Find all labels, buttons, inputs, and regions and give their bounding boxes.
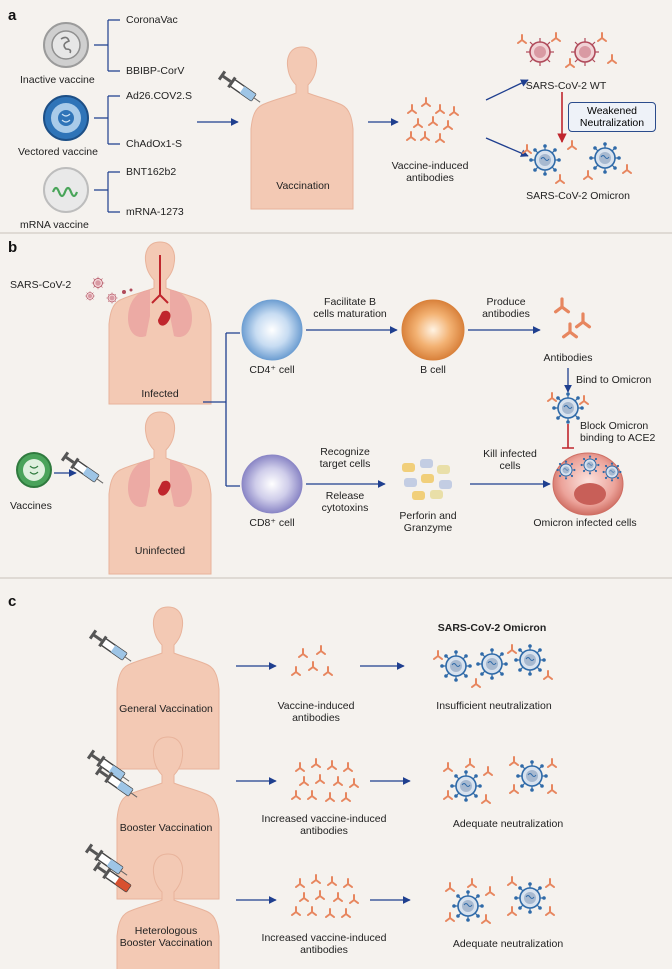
omicron-cells-label: Omicron infected cells — [533, 517, 637, 529]
weakened-line2: Neutralization — [579, 117, 645, 129]
arrow-to-wt — [485, 79, 529, 101]
panel-a: a — [0, 7, 672, 234]
syringe-icon — [216, 69, 265, 108]
recognize-line1: Recognize — [320, 446, 370, 458]
c3-vaccination-line1: Heterologous — [134, 925, 198, 937]
weakened-neutralization-box: Weakened Neutralization — [568, 102, 656, 132]
antibodies-c1 — [291, 645, 333, 676]
c1-antibodies-line1: Vaccine-induced — [277, 700, 355, 712]
vaccine-bnt: BNT162b2 — [126, 166, 177, 178]
c1-vaccination: General Vaccination — [119, 703, 213, 715]
viruses-c3 — [445, 876, 555, 924]
antibodies-label-a2: antibodies — [406, 172, 454, 184]
branch-connector — [203, 332, 240, 487]
syringe-icon-b — [59, 450, 108, 489]
cd8-label: CD8⁺ cell — [249, 517, 295, 529]
facilitate-line1: Facilitate B — [324, 296, 376, 308]
c1-outcome: Insufficient neutralization — [436, 700, 552, 712]
block-inhibit-line — [562, 424, 574, 449]
omicron-label-a: SARS-CoV-2 Omicron — [526, 190, 630, 202]
perforin-line2: Granzyme — [403, 522, 453, 534]
sars-virus-cloud — [84, 276, 133, 304]
antibodies-c2 — [291, 758, 359, 802]
arrow-to-omicron — [485, 137, 529, 157]
panel-b-label: b — [8, 239, 17, 256]
vaccines-label: Vaccines — [10, 500, 52, 512]
antibodies-cluster-a — [406, 97, 459, 143]
syringe-hetero-2 — [92, 861, 132, 893]
antibodies-c3 — [291, 874, 359, 918]
release-line1: Release — [325, 490, 365, 502]
recognize-line2: target cells — [319, 458, 371, 470]
inactive-vaccine-label: Inactive vaccine — [20, 74, 95, 86]
antibodies-b — [553, 297, 592, 339]
bind-label: Bind to Omicron — [576, 374, 652, 386]
vectored-vaccine-label: Vectored vaccine — [18, 146, 98, 158]
release-line2: cytotoxins — [321, 502, 369, 514]
vaccine-icon-b — [16, 452, 52, 488]
antibodies-label-b: Antibodies — [543, 352, 593, 364]
panel-c-label: c — [8, 593, 16, 610]
vaccine-ad26: Ad26.COV2.S — [126, 90, 192, 102]
b-cell — [401, 299, 465, 361]
vaccine-mrna1273: mRNA-1273 — [126, 206, 184, 218]
infected-person — [108, 241, 212, 405]
vaccine-chadox: ChAdOx1-S — [126, 138, 183, 150]
perforin-granules — [402, 459, 452, 500]
c1-antibodies-line2: antibodies — [292, 712, 340, 724]
cd4-label: CD4⁺ cell — [249, 364, 295, 376]
mrna-vaccine-icon — [43, 167, 89, 213]
uninfected-label: Uninfected — [134, 545, 186, 557]
perforin-line1: Perforin and — [399, 510, 457, 522]
omicron-virus-group-a — [522, 140, 632, 184]
syringe-general — [87, 628, 136, 667]
c2-vaccination: Booster Vaccination — [119, 822, 213, 834]
vaccine-brackets — [94, 19, 120, 213]
cd4-cell — [241, 299, 303, 361]
wt-virus-group — [517, 32, 617, 68]
cd8-cell — [241, 454, 303, 514]
sars-label: SARS-CoV-2 — [10, 279, 72, 291]
panel-a-label: a — [8, 7, 17, 24]
uninfected-person — [108, 411, 212, 575]
kill-line2: cells — [499, 460, 521, 472]
vectored-vaccine-icon — [43, 95, 89, 141]
mrna-vaccine-label: mRNA vaccine — [20, 219, 89, 231]
viruses-c1 — [433, 643, 553, 688]
c3-antibodies-line1: Increased vaccine-induced — [261, 932, 387, 944]
vaccine-coronavac: CoronaVac — [126, 14, 178, 26]
vaccination-label: Vaccination — [276, 180, 330, 192]
c2-antibodies-line2: antibodies — [300, 825, 348, 837]
panel-b: b — [0, 239, 672, 579]
vaccine-bbibp: BBIBP-CorV — [126, 65, 185, 77]
viruses-c2 — [443, 756, 557, 804]
c2-outcome: Adequate neutralization — [452, 818, 564, 830]
produce-line1: Produce — [486, 296, 526, 308]
c3-outcome: Adequate neutralization — [452, 938, 564, 950]
facilitate-line2: cells maturation — [313, 308, 387, 320]
antibodies-label-a1: Vaccine-induced — [391, 160, 469, 172]
b-cell-label: B cell — [420, 364, 446, 376]
panel-c-header: SARS-CoV-2 Omicron — [437, 622, 547, 634]
panel-c: c — [8, 593, 557, 969]
produce-line2: antibodies — [482, 308, 530, 320]
block-line2: binding to ACE2 — [580, 432, 656, 444]
omicron-infected-cell — [552, 452, 624, 516]
kill-line1: Kill infected — [483, 448, 537, 460]
inactive-vaccine-icon — [43, 22, 89, 68]
wt-label: SARS-CoV-2 WT — [525, 80, 607, 92]
infected-label: Infected — [141, 388, 179, 400]
c2-antibodies-line1: Increased vaccine-induced — [261, 813, 387, 825]
block-line1: Block Omicron — [580, 420, 649, 432]
c3-vaccination-line2: Booster Vaccination — [119, 937, 213, 949]
c3-antibodies-line2: antibodies — [300, 944, 348, 956]
weakened-line1: Weakened — [586, 105, 637, 117]
